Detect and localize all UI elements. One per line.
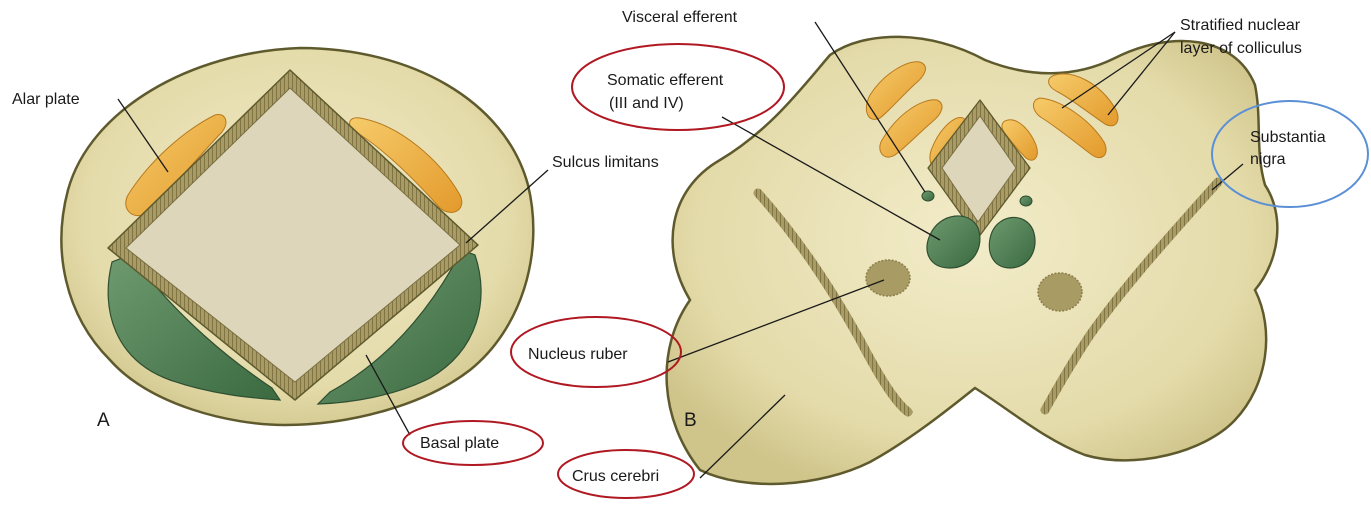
substantia-nigra-label-line2: nigra: [1250, 151, 1286, 168]
nucleus-ruber-label: Nucleus ruber: [528, 346, 628, 363]
panel-b-letter: B: [684, 410, 697, 431]
stratified-label-line1: Stratified nuclear: [1180, 17, 1301, 34]
somatic-efferent-label-line2: (III and IV): [609, 95, 684, 112]
panel-a-letter: A: [97, 410, 110, 431]
panel-b: Visceral efferent Somatic efferent (III …: [511, 9, 1368, 498]
alar-plate-label: Alar plate: [12, 91, 80, 108]
panel-b-tissue: [667, 37, 1278, 484]
visceral-efferent-label: Visceral efferent: [622, 9, 738, 26]
substantia-nigra-label-line1: Substantia: [1250, 129, 1326, 146]
sulcus-limitans-label: Sulcus limitans: [552, 154, 659, 171]
visceral-efferent-left: [922, 191, 934, 201]
stratified-label-line2: layer of colliculus: [1180, 40, 1302, 57]
crus-cerebri-label: Crus cerebri: [572, 468, 659, 485]
somatic-efferent-right: [989, 217, 1035, 268]
visceral-efferent-right: [1020, 196, 1032, 206]
nucleus-ruber-right: [1038, 273, 1082, 311]
panel-a: Alar plate Sulcus limitans Basal plate A: [12, 48, 659, 465]
somatic-efferent-label-line1: Somatic efferent: [607, 72, 724, 89]
basal-plate-label: Basal plate: [420, 435, 499, 452]
nucleus-ruber-left: [866, 260, 910, 296]
